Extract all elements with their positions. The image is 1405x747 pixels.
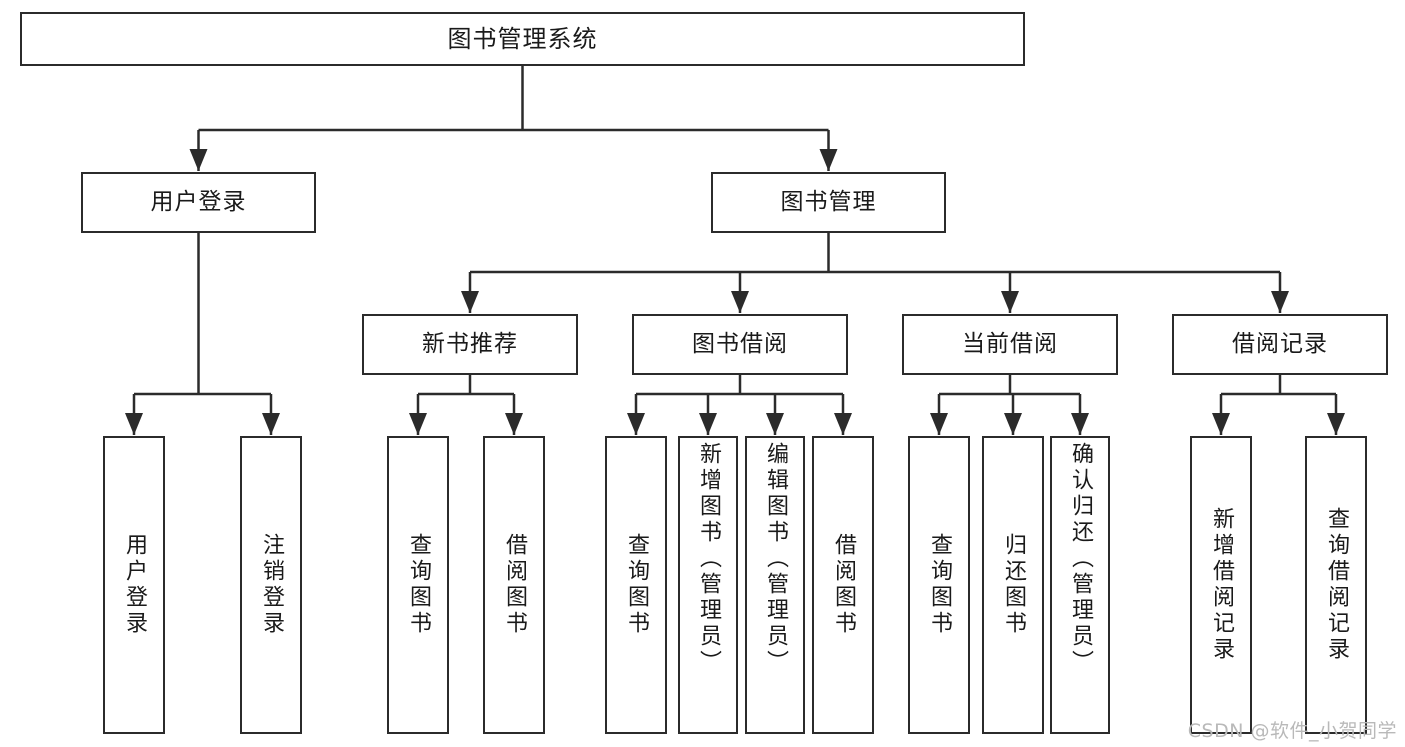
arrowhead-user-login-1 <box>262 413 280 435</box>
node-label: 查询图书 <box>406 533 431 637</box>
node-leaf-user-login[interactable]: 用户登录 <box>103 436 165 734</box>
node-label: 借阅图书 <box>831 533 856 637</box>
node-leaf-query-book-2[interactable]: 查询图书 <box>605 436 667 734</box>
node-label: 借阅图书 <box>502 533 527 637</box>
node-leaf-borrow-book-2[interactable]: 借阅图书 <box>812 436 874 734</box>
node-label: 注销登录 <box>259 533 284 637</box>
node-borrow-record[interactable]: 借阅记录 <box>1172 314 1388 375</box>
node-label: 新书推荐 <box>422 330 518 357</box>
node-root[interactable]: 图书管理系统 <box>20 12 1025 66</box>
node-leaf-query-record[interactable]: 查询借阅记录 <box>1305 436 1367 734</box>
node-label: 查询借阅记录 <box>1324 507 1349 663</box>
arrowhead-root-1 <box>819 149 838 171</box>
node-label: 新增借阅记录 <box>1209 507 1234 663</box>
arrowhead-book-manage-3 <box>1271 291 1289 313</box>
arrowhead-book-borrow-2 <box>766 413 784 435</box>
node-label: 图书管理系统 <box>447 24 598 53</box>
node-label: 确认归还（管理员） <box>1068 442 1093 676</box>
node-current-borrow[interactable]: 当前借阅 <box>902 314 1118 375</box>
arrowhead-book-manage-0 <box>461 291 479 313</box>
node-leaf-edit-book[interactable]: 编辑图书（管理员） <box>745 436 805 734</box>
node-label: 图书管理 <box>780 188 877 215</box>
arrowhead-current-borrow-0 <box>930 413 948 435</box>
node-label: 新增图书（管理员） <box>696 442 721 676</box>
node-label: 查询图书 <box>927 533 952 637</box>
arrowhead-root-0 <box>189 149 208 171</box>
node-leaf-query-book-3[interactable]: 查询图书 <box>908 436 970 734</box>
arrowhead-book-borrow-1 <box>699 413 717 435</box>
node-label: 当前借阅 <box>962 330 1058 357</box>
watermark: CSDN @软件_小贺同学 <box>1187 720 1397 742</box>
node-label: 编辑图书（管理员） <box>763 442 788 676</box>
node-label: 用户登录 <box>122 533 147 637</box>
node-leaf-add-book[interactable]: 新增图书（管理员） <box>678 436 738 734</box>
node-label: 图书借阅 <box>692 330 788 357</box>
arrowhead-book-borrow-3 <box>834 413 852 435</box>
arrowhead-borrow-record-1 <box>1327 413 1345 435</box>
node-label: 查询图书 <box>624 533 649 637</box>
arrowhead-book-manage-2 <box>1001 291 1019 313</box>
node-label: 归还图书 <box>1001 533 1026 637</box>
arrowhead-current-borrow-1 <box>1004 413 1022 435</box>
arrowhead-new-book-rec-1 <box>505 413 523 435</box>
node-leaf-confirm-return[interactable]: 确认归还（管理员） <box>1050 436 1110 734</box>
node-leaf-return-book[interactable]: 归还图书 <box>982 436 1044 734</box>
node-label: 用户登录 <box>150 188 247 215</box>
node-leaf-logout-login[interactable]: 注销登录 <box>240 436 302 734</box>
node-leaf-add-record[interactable]: 新增借阅记录 <box>1190 436 1252 734</box>
node-leaf-query-book-1[interactable]: 查询图书 <box>387 436 449 734</box>
node-new-book-rec[interactable]: 新书推荐 <box>362 314 578 375</box>
node-book-borrow[interactable]: 图书借阅 <box>632 314 848 375</box>
node-label: 借阅记录 <box>1232 330 1328 357</box>
arrowhead-book-manage-1 <box>731 291 749 313</box>
arrowhead-user-login-0 <box>125 413 143 435</box>
node-leaf-borrow-book-1[interactable]: 借阅图书 <box>483 436 545 734</box>
arrowhead-current-borrow-2 <box>1071 413 1089 435</box>
node-user-login[interactable]: 用户登录 <box>81 172 316 233</box>
arrowhead-book-borrow-0 <box>627 413 645 435</box>
arrowhead-new-book-rec-0 <box>409 413 427 435</box>
arrowhead-borrow-record-0 <box>1212 413 1230 435</box>
node-book-manage[interactable]: 图书管理 <box>711 172 946 233</box>
